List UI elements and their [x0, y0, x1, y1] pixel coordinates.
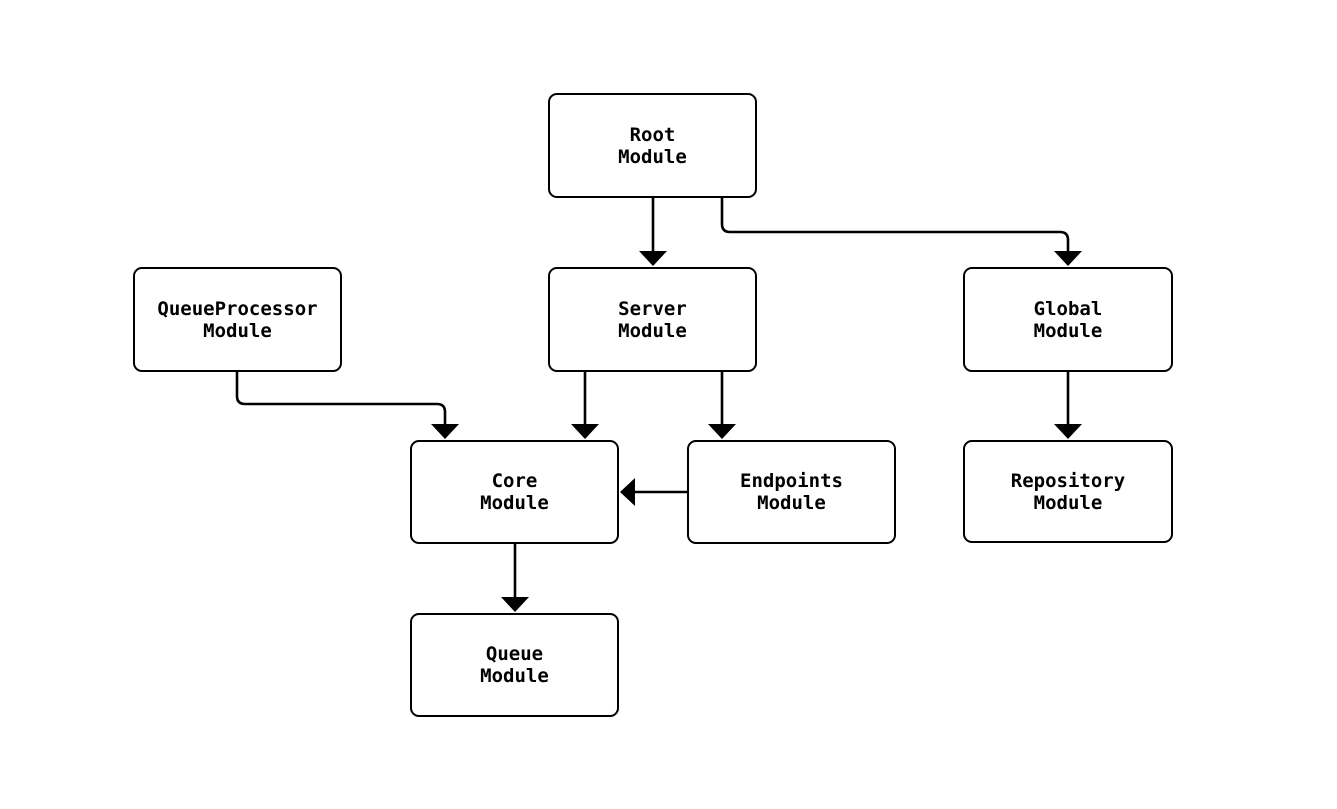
node-server-module-label: Server Module [618, 297, 687, 342]
node-root-module-label: Root Module [618, 123, 687, 168]
node-queue-module-label: Queue Module [480, 643, 549, 687]
edge-queueprocessor-module-to-core-module [235, 372, 459, 439]
node-endpoints-module: Endpoints Module [687, 440, 896, 544]
node-repository-module-label: Repository Module [1010, 469, 1126, 514]
node-core-module: Core Module [410, 440, 619, 544]
node-core-module-label: Core Module [480, 470, 549, 514]
edge-root-module-to-global-module [720, 198, 1082, 266]
node-root-module: Root Module [548, 93, 757, 198]
node-server-module: Server Module [548, 267, 757, 372]
node-global-module-label: Global Module [1033, 297, 1103, 342]
node-queue-module: Queue Module [410, 613, 619, 717]
node-queueprocessor-module: QueueProcessor Module [133, 267, 342, 372]
node-queueprocessor-module-label: QueueProcessor Module [157, 297, 318, 342]
node-global-module: Global Module [963, 267, 1173, 372]
node-repository-module: Repository Module [963, 440, 1173, 543]
node-endpoints-module-label: Endpoints Module [740, 470, 843, 514]
